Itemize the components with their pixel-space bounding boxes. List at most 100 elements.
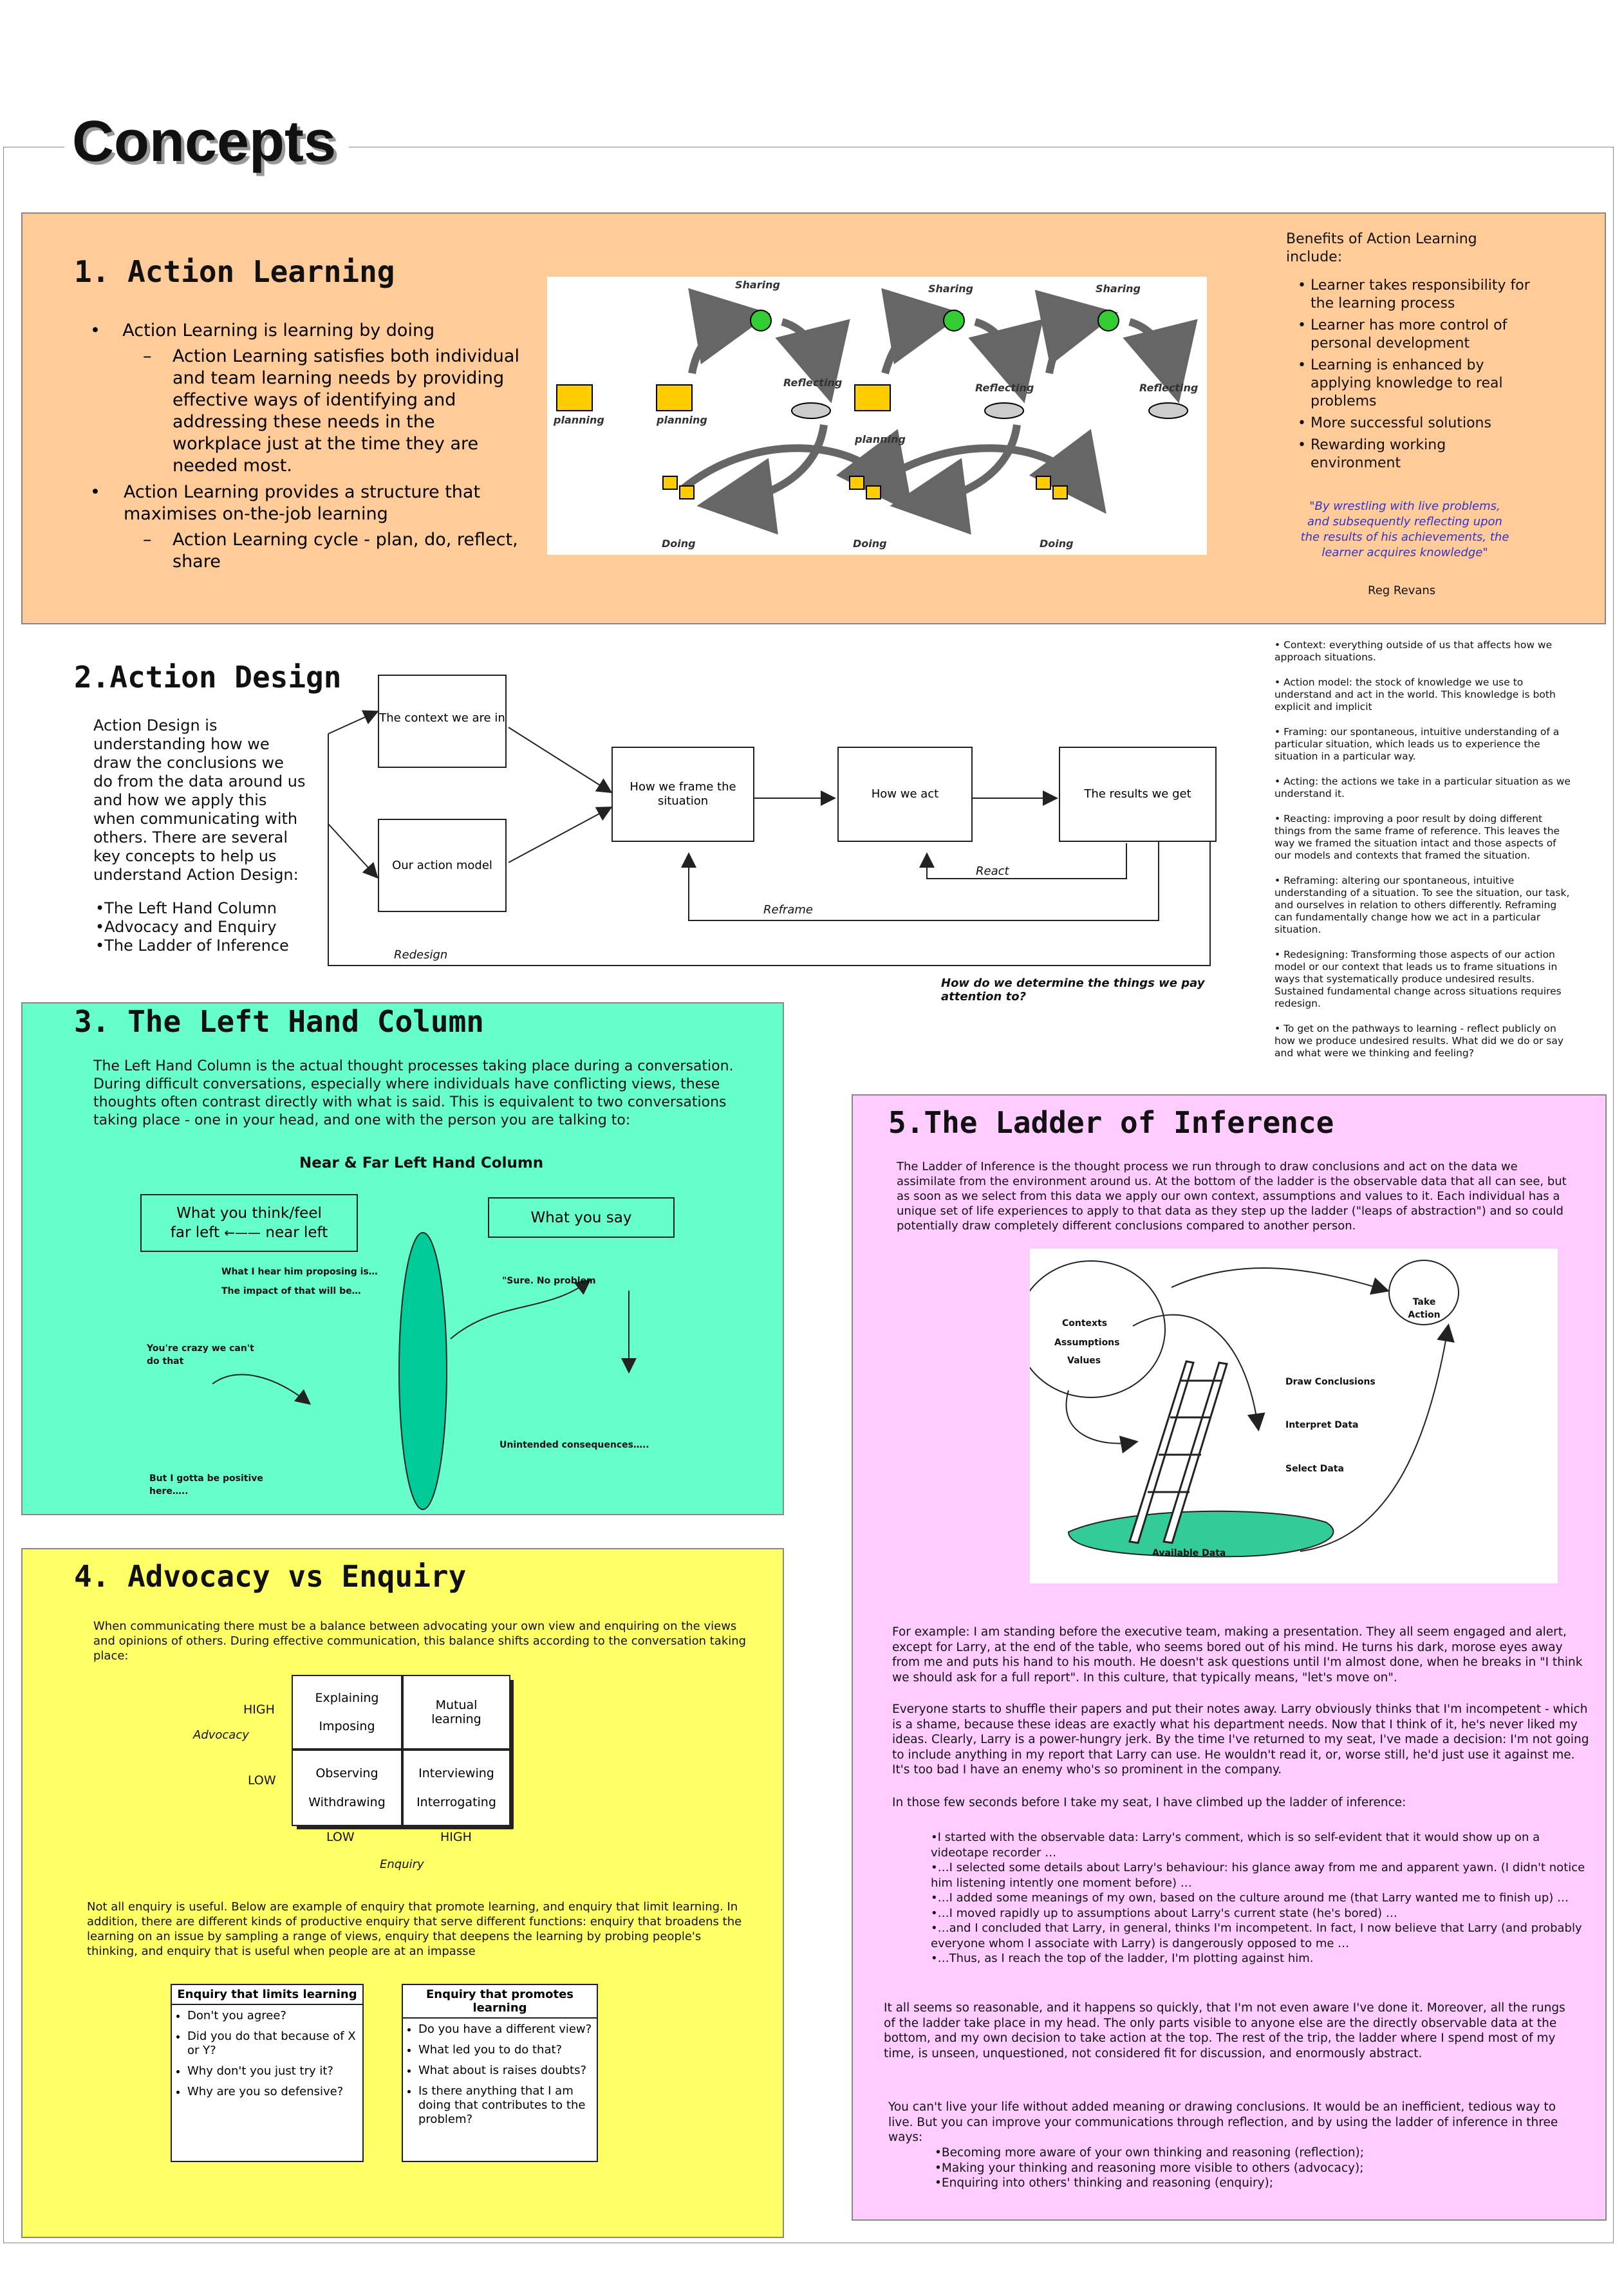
ladder-ways: •Becoming more aware of your own thinkin… <box>935 2145 1514 2191</box>
benefit-item: • Learner has more control of personal d… <box>1298 317 1507 351</box>
definition-item: • Redesigning: Transforming those aspect… <box>1274 949 1562 1009</box>
benefits-list: • Learner takes responsibility for the l… <box>1282 277 1536 476</box>
ladder-assumptions: Assumptions <box>1054 1338 1120 1348</box>
benefit-item: • More successful solutions <box>1298 415 1491 431</box>
loop-redesign: Redesign <box>391 948 451 962</box>
promotes-learning-table: Enquiry that promotes learning Do you ha… <box>402 1984 598 2162</box>
action-design-heading: 2.Action Design <box>74 660 342 695</box>
limits-item: Why don't you just try it? <box>187 2064 359 2078</box>
cycle-planning-3: planning <box>854 433 906 445</box>
box-results: The results we get <box>1059 747 1217 842</box>
ladder-p1: For example: I am standing before the ex… <box>892 1625 1583 1685</box>
benefit-item: • Learner takes responsibility for the l… <box>1298 277 1530 312</box>
cycle-sharing-2: Sharing <box>928 283 973 295</box>
limits-learning-table: Enquiry that limits learning Don't you a… <box>171 1984 364 2162</box>
al-bullet-1: • Action Learning is learning by doing <box>90 321 435 341</box>
page-title: Concepts <box>64 97 349 187</box>
al-bullet-1-sub: – Action Learning satisfies both individ… <box>143 346 519 476</box>
ladder-p3: In those few seconds before I take my se… <box>892 1796 1406 1809</box>
ladder-interpret-data: Interpret Data <box>1285 1420 1359 1430</box>
advocacy-label: Advocacy <box>193 1728 249 1742</box>
ladder-contexts: Contexts <box>1062 1318 1108 1329</box>
enquiry-label: Enquiry <box>380 1858 424 1871</box>
ladder-take-action: Take Action <box>1408 1297 1441 1320</box>
think-feel-box: What you think/feel far left ←—— near le… <box>140 1194 358 1252</box>
advocacy-intro: When communicating there must be a balan… <box>93 1619 747 1663</box>
ladder-step: •…Thus, as I reach the top of the ladder… <box>931 1952 1314 1965</box>
promotes-item: What about is raises doubts? <box>418 2064 593 2078</box>
ladder-heading: 5.The Ladder of Inference <box>888 1105 1334 1140</box>
ladder-select-data: Select Data <box>1285 1464 1344 1474</box>
limits-title: Enquiry that limits learning <box>172 1985 362 2005</box>
advocacy-heading: 4. Advocacy vs Enquiry <box>74 1559 467 1594</box>
ladder-steps: •I started with the observable data: Lar… <box>931 1830 1587 1966</box>
al-bullet-2-sub: – Action Learning cycle - plan, do, refl… <box>143 530 518 572</box>
said-1: "Sure. No problem <box>502 1276 596 1286</box>
action-design-concepts: •The Left Hand Column •Advocacy and Enqu… <box>95 899 289 955</box>
benefits-title: Benefits of Action Learning include: <box>1286 231 1477 265</box>
lhc-diagram-graphics <box>212 1232 637 1510</box>
thought-1: What I hear him proposing is… <box>221 1267 378 1277</box>
benefit-item: • Rewarding working environment <box>1298 437 1446 471</box>
al-bullet-2: • Action Learning provides a structure t… <box>90 482 481 524</box>
cell-mutual-learning: Mutual learning <box>431 1698 481 1726</box>
cycle-sharing-3: Sharing <box>1096 283 1141 295</box>
limits-item: Did you do that because of X or Y? <box>187 2030 359 2058</box>
definition-item: • Context: everything outside of us that… <box>1274 639 1553 663</box>
definition-item: • Action model: the stock of knowledge w… <box>1274 677 1556 713</box>
box-action-model: Our action model <box>378 819 507 912</box>
action-design-definitions: • Context: everything outside of us that… <box>1274 639 1574 1059</box>
ladder-p5: You can't live your life without added m… <box>888 2100 1558 2144</box>
ladder-way: •Enquiring into others' thinking and rea… <box>935 2176 1273 2190</box>
left-hand-column-heading: 3. The Left Hand Column <box>74 1004 484 1039</box>
ladder-step: •…I selected some details about Larry's … <box>931 1861 1585 1890</box>
lhc-intro: The Left Hand Column is the actual thoug… <box>93 1058 734 1128</box>
action-design-intro: Action Design is understanding how we dr… <box>93 716 306 884</box>
cycle-doing-2: Doing <box>853 537 887 550</box>
ladder-step: •I started with the observable data: Lar… <box>931 1831 1540 1860</box>
what-you-say-box: What you say <box>488 1197 675 1238</box>
ladder-draw-conclusions: Draw Conclusions <box>1285 1377 1376 1387</box>
action-design-loops <box>328 710 1211 966</box>
revans-quote: "By wrestling with live problems, and su… <box>1300 499 1509 559</box>
definition-item: • Acting: the actions we take in a parti… <box>1274 776 1571 799</box>
cycle-sharing-1: Sharing <box>735 279 780 291</box>
ladder-step: •…and I concluded that Larry, in general… <box>931 1921 1582 1950</box>
ladder-diagram <box>1030 1249 1558 1583</box>
loop-react: React <box>973 864 1012 878</box>
definition-item: • Reframing: altering our spontaneous, i… <box>1274 875 1570 935</box>
ladder-step: •…I moved rapidly up to assumptions abou… <box>931 1906 1397 1920</box>
thought-4: But I gotta be positive here….. <box>149 1473 263 1497</box>
limits-item: Why are you so defensive? <box>187 2085 359 2099</box>
thought-3: You're crazy we can't do that <box>147 1343 254 1367</box>
cycle-reflecting-2: Reflecting <box>975 382 1034 394</box>
action-learning-heading: 1. Action Learning <box>74 254 395 289</box>
page-frame <box>3 147 1614 2243</box>
promotes-item: What led you to do that? <box>418 2043 593 2057</box>
ladder-p2: Everyone starts to shuffle their papers … <box>892 1703 1589 1777</box>
ladder-step: •…I added some meanings of my own, based… <box>931 1891 1569 1905</box>
definition-item: • Framing: our spontaneous, intuitive un… <box>1274 726 1560 762</box>
advocacy-high: HIGH <box>243 1703 275 1717</box>
definition-item: • Reacting: improving a poor result by d… <box>1274 813 1560 861</box>
action-learning-cycle-diagram: Sharing Sharing Sharing Reflecting Refle… <box>547 277 1207 555</box>
cycle-planning-2: planning <box>656 414 707 426</box>
ladder-intro: The Ladder of Inference is the thought p… <box>897 1160 1567 1233</box>
cycle-planning-1: planning <box>553 414 604 426</box>
box-act: How we act <box>837 747 973 842</box>
promotes-title: Enquiry that promotes learning <box>403 1985 597 2019</box>
advocacy-low: LOW <box>248 1773 276 1787</box>
ladder-available-data: Available Data <box>1152 1548 1226 1558</box>
ladder-p4: It all seems so reasonable, and it happe… <box>884 2001 1565 2060</box>
ladder-way: •Becoming more aware of your own thinkin… <box>935 2146 1365 2160</box>
cycle-reflecting-1: Reflecting <box>783 377 842 389</box>
said-2: Unintended consequences….. <box>499 1440 649 1450</box>
ladder-values: Values <box>1067 1356 1101 1366</box>
thought-2: The impact of that will be… <box>221 1286 361 1296</box>
cycle-doing-1: Doing <box>662 537 696 550</box>
attention-question: How do we determine the things we pay at… <box>941 976 1205 1003</box>
advocacy-note: Not all enquiry is useful. Below are exa… <box>87 1900 742 1958</box>
